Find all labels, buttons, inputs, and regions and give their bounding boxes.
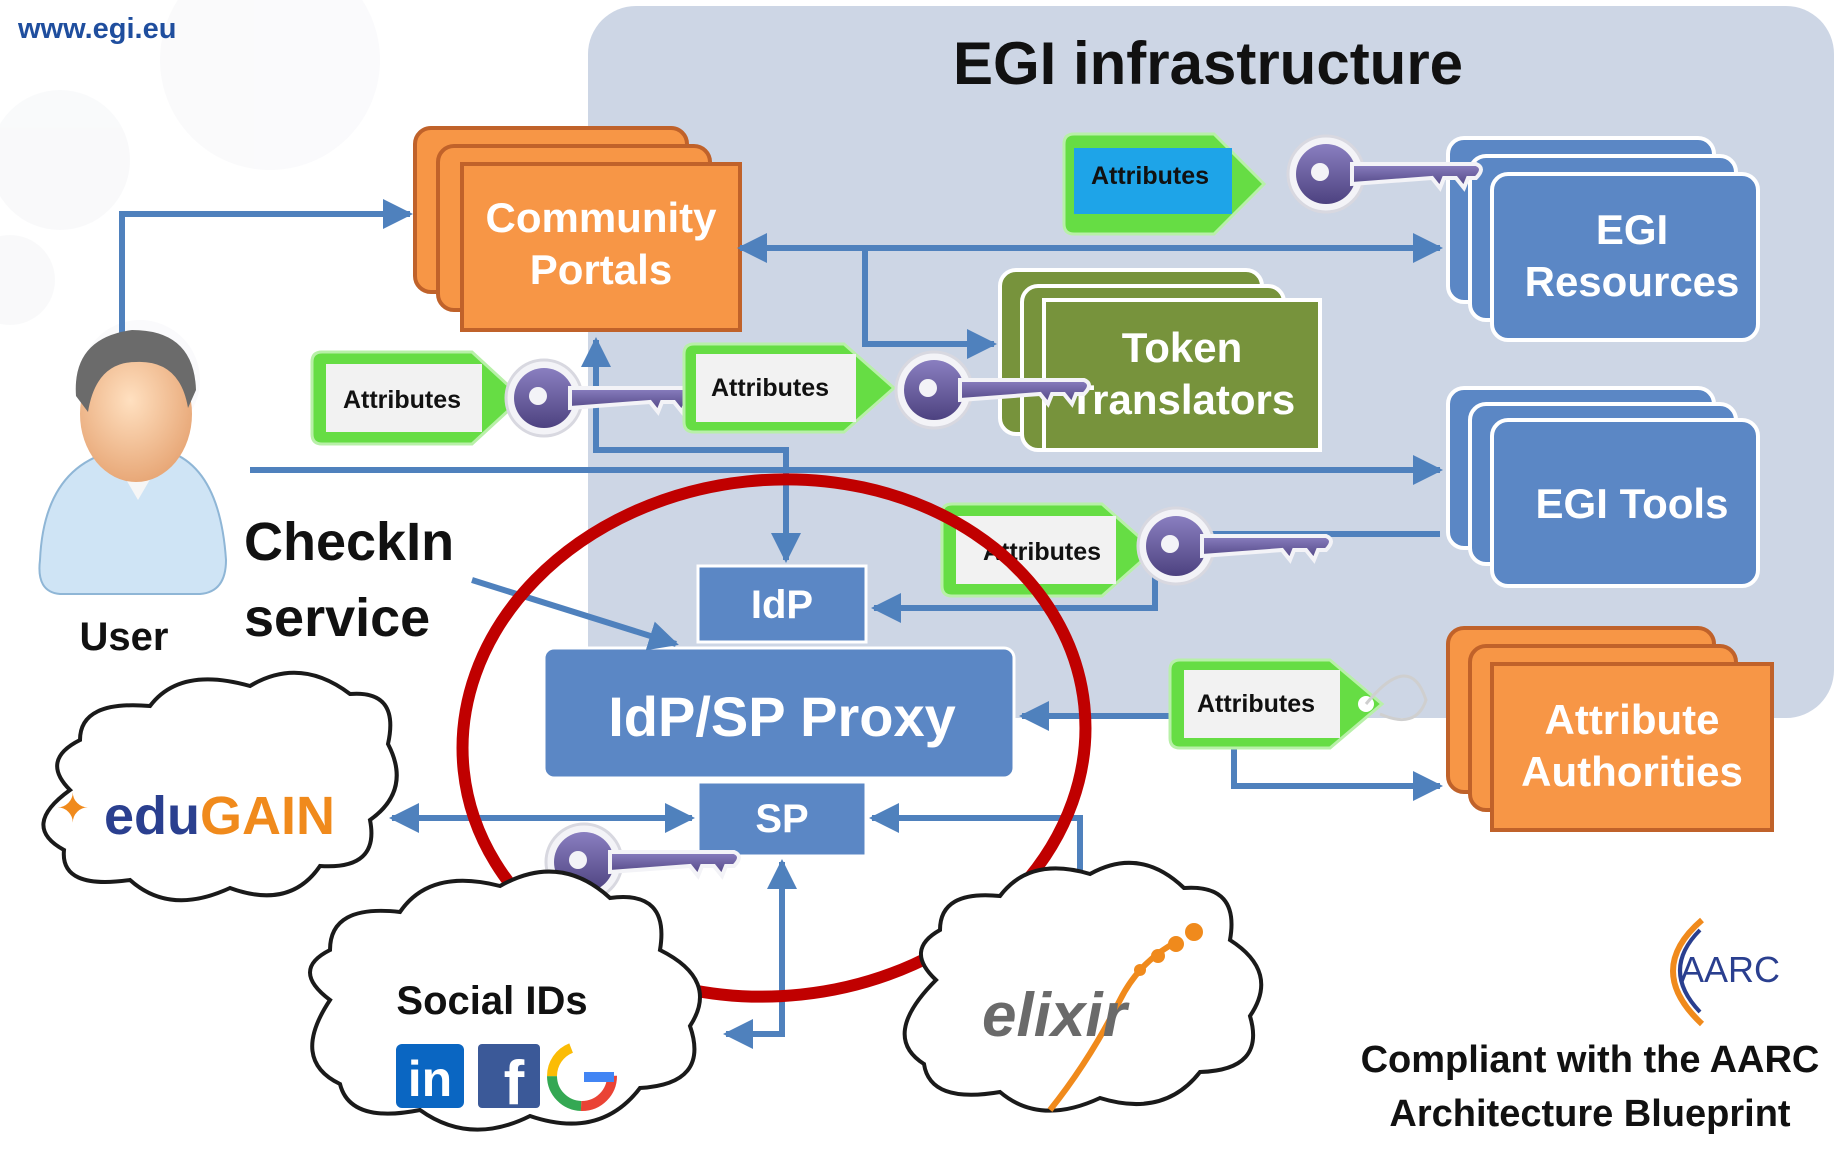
attribute-authorities-label-2: Authorities <box>1521 748 1743 795</box>
user-label: User <box>80 615 169 659</box>
token-translators-node[interactable]: Token Translators <box>998 268 1322 452</box>
elixir-dots-icon <box>1134 923 1203 976</box>
checkin-pointer-arrow <box>471 577 679 651</box>
attributes-tag-3-label: Attributes <box>711 374 829 402</box>
checkin-label-2: service <box>244 588 430 648</box>
bus-to-translators-arrow <box>862 248 997 359</box>
token-translators-label-2: Translators <box>1069 376 1295 423</box>
aarc-arc-icon <box>1670 917 1705 1027</box>
idp-sp-proxy-label: IdP/SP Proxy <box>608 685 956 748</box>
attributes-tag-1: Attributes <box>1062 132 1483 236</box>
facebook-icon-glyph: f <box>504 1049 525 1118</box>
idp-sp-proxy-node[interactable]: IdP/SP Proxy <box>542 646 1016 780</box>
egi-resources-node[interactable]: EGI Resources <box>1446 136 1760 342</box>
attributes-tag-5: Attributes <box>1168 658 1428 750</box>
token-translators-label-1: Token <box>1122 324 1243 371</box>
attributes-tag-1-label: Attributes <box>1091 162 1209 190</box>
egi-resources-label-1: EGI <box>1596 206 1668 253</box>
site-url[interactable]: www.egi.eu <box>17 13 176 45</box>
elixir-logo: elixir <box>982 981 1130 1050</box>
community-portals-node[interactable]: Community Portals <box>413 126 742 332</box>
idp-node[interactable]: IdP <box>696 564 868 644</box>
attributes-tag-5-label: Attributes <box>1197 690 1315 718</box>
social-ids-label: Social IDs <box>396 979 587 1023</box>
elixir-cloud[interactable]: elixir <box>902 860 1264 1113</box>
sp-social-arrow <box>723 859 797 1049</box>
aarc-logo[interactable]: AARC <box>1670 917 1780 1027</box>
social-ids-cloud[interactable]: Social IDs in f <box>308 869 702 1132</box>
linkedin-icon <box>396 1044 464 1108</box>
user-to-portals-arrow <box>119 199 413 350</box>
egi-infrastructure-title: EGI infrastructure <box>953 30 1463 97</box>
sp-node[interactable]: SP <box>696 780 868 858</box>
checkin-label-1: CheckIn <box>244 512 454 572</box>
attributes-tag-2: Attributes <box>310 350 701 446</box>
egi-tools-label: EGI Tools <box>1536 480 1729 527</box>
edugain-cloud[interactable]: ✦ eduGAIN <box>41 670 399 903</box>
attributes-tag-2-label: Attributes <box>343 386 461 414</box>
google-icon-bar <box>584 1072 614 1082</box>
attribute-authorities-node[interactable]: Attribute Authorities <box>1446 626 1774 832</box>
egi-tools-node[interactable]: EGI Tools <box>1446 386 1760 588</box>
user-avatar-icon[interactable] <box>38 330 228 595</box>
attribute-authorities-label-1: Attribute <box>1545 696 1720 743</box>
attributes-tag-3: Attributes <box>682 342 1091 434</box>
edugain-logo: eduGAIN <box>104 786 335 846</box>
community-portals-label-1: Community <box>486 194 718 241</box>
community-portals-label-2: Portals <box>530 246 672 293</box>
sp-label: SP <box>755 797 808 841</box>
aarc-logo-text: AARC <box>1680 949 1780 990</box>
checkin-highlight-ellipse <box>456 473 1092 1003</box>
facebook-icon <box>478 1044 540 1108</box>
linkedin-icon-glyph: in <box>408 1051 452 1107</box>
egi-resources-label-2: Resources <box>1525 258 1740 305</box>
compliance-line-2: Architecture Blueprint <box>1389 1093 1791 1135</box>
edugain-star-icon: ✦ <box>56 787 90 831</box>
google-icon-ring-2 <box>547 1041 617 1111</box>
idp-label: IdP <box>751 583 813 627</box>
aarc-arc-icon-2 <box>1678 928 1702 1014</box>
compliance-line-1: Compliant with the AARC <box>1361 1039 1820 1081</box>
aa-bottom-arrow <box>1231 740 1443 801</box>
